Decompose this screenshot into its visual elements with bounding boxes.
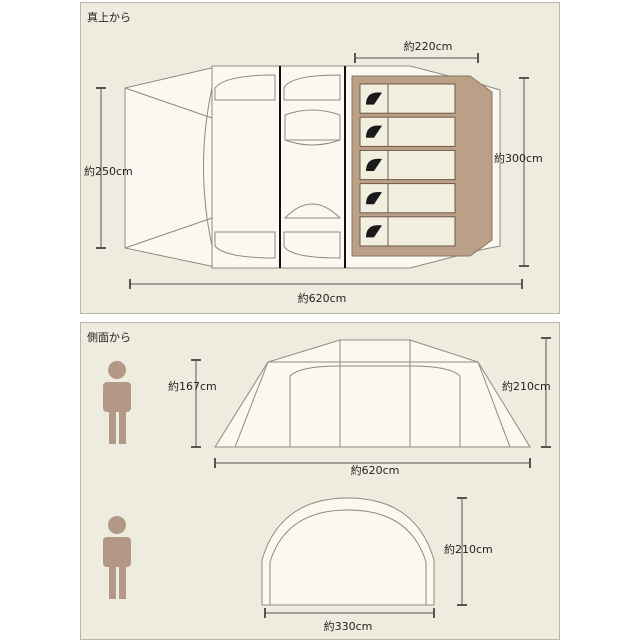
tent-side-view [214, 339, 531, 448]
dim-inner-room: 約220cm [404, 39, 453, 53]
dim-top-length: 約620cm [298, 291, 347, 305]
sleeper-head-icon [366, 158, 382, 171]
side-view-label: 側面から [87, 331, 131, 344]
sleeper-head-icon [366, 92, 382, 105]
dim-top-depth-left: 約250cm [84, 164, 133, 178]
dim-front-height: 約210cm [444, 542, 493, 556]
front-dimensions [264, 497, 467, 618]
sleeper-head-icon [366, 225, 382, 238]
person-silhouette-side [103, 361, 131, 444]
side-dimensions [191, 337, 551, 468]
dim-side-height: 約210cm [502, 379, 551, 393]
sleeping-mats [359, 83, 456, 247]
top-window-lower [283, 203, 342, 219]
top-window-upper [284, 109, 341, 141]
top-dimensions [96, 53, 529, 289]
top-view-label: 真上から [87, 11, 131, 24]
tent-front-view [261, 497, 435, 606]
top-poles [279, 66, 346, 268]
inner-room [351, 75, 493, 257]
dim-front-width: 約330cm [324, 619, 373, 633]
dim-side-length: 約620cm [351, 463, 400, 477]
person-silhouette-front [103, 516, 131, 599]
sleeper-head-icon [366, 125, 382, 138]
dim-person-height: 約167cm [168, 379, 217, 393]
dim-top-depth-right: 約300cm [494, 151, 543, 165]
sleeper-head-icon [366, 191, 382, 205]
